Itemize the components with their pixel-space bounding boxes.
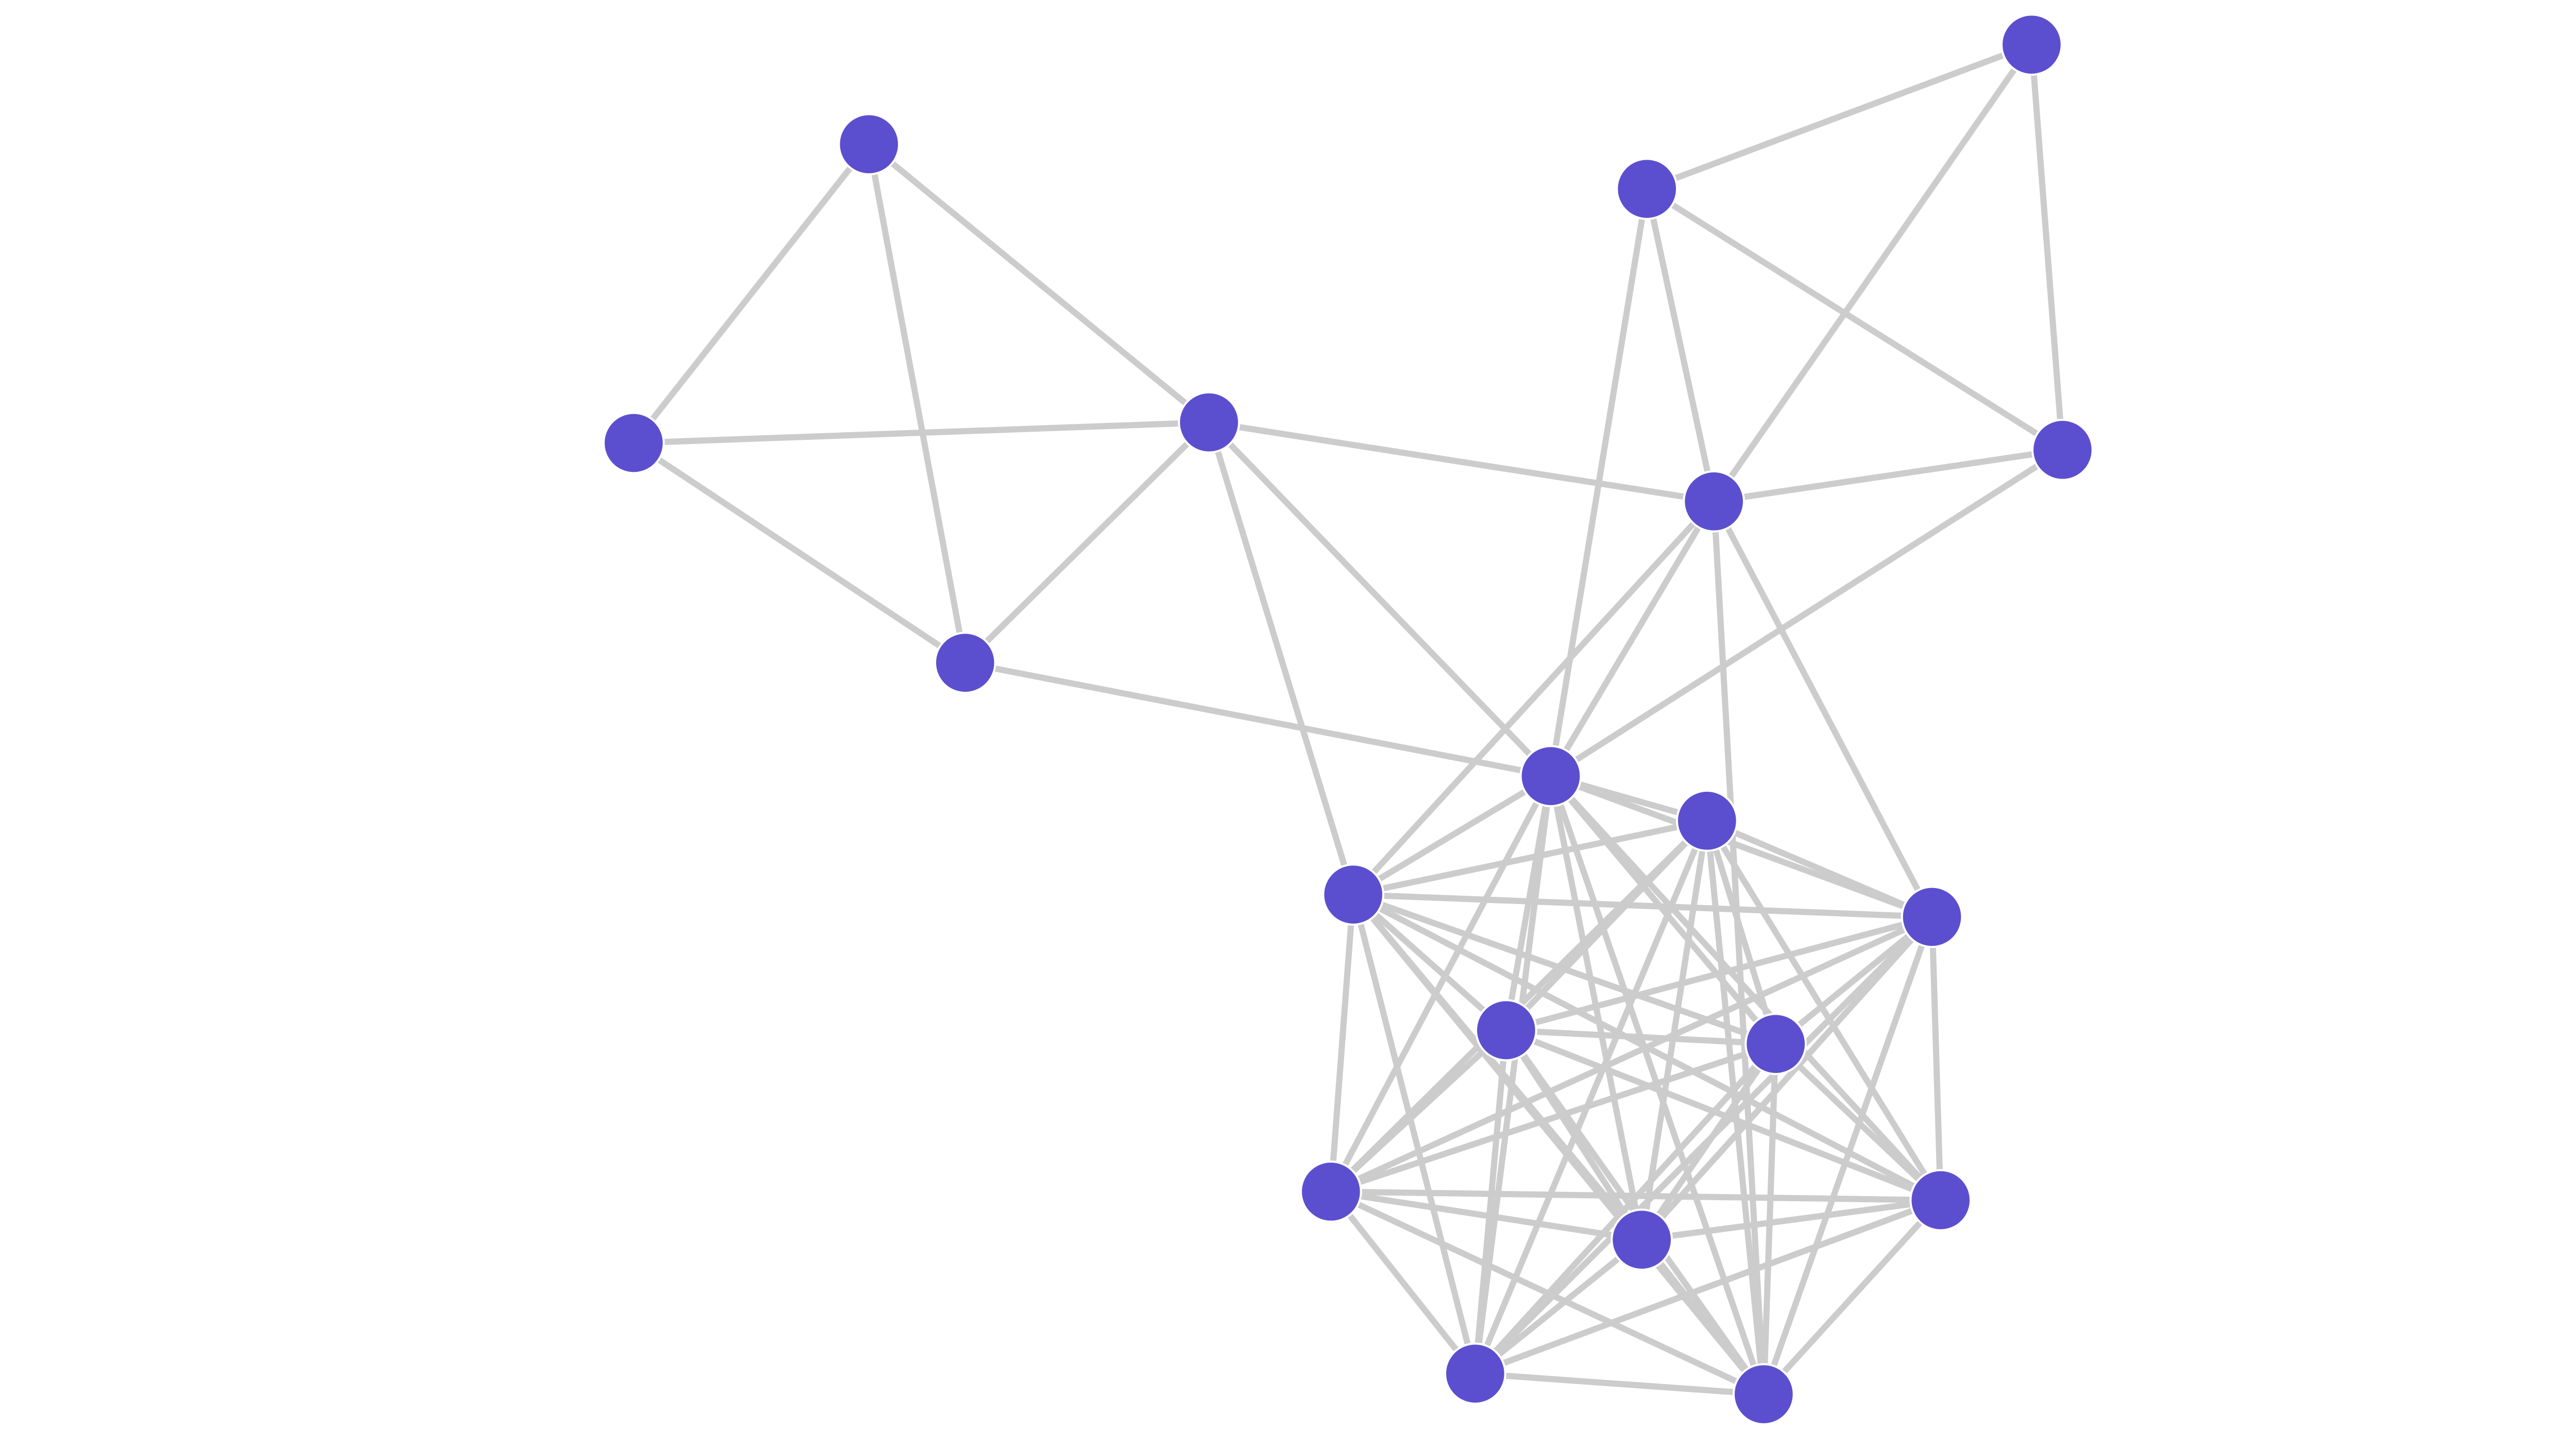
graph-edge	[866, 141, 969, 666]
graph-node[interactable]	[1475, 999, 1537, 1062]
graph-edge	[1760, 914, 1935, 1397]
graph-edge	[1472, 1197, 1944, 1377]
graph-edge	[631, 141, 872, 446]
graph-edge	[1350, 891, 1935, 920]
graph-edge	[866, 141, 1212, 425]
graph-edge	[1472, 1027, 1510, 1377]
graph-edge	[1710, 498, 1767, 1397]
graph-edge	[631, 440, 969, 666]
graph-edge	[1472, 1041, 1779, 1377]
graph-node[interactable]	[2031, 419, 2094, 481]
graph-edge	[631, 419, 1212, 446]
graph-edge	[1638, 1197, 1944, 1243]
graph-node[interactable]	[934, 632, 996, 694]
graph-edge	[1760, 1197, 1944, 1397]
graph-edge	[1760, 1041, 1779, 1397]
graph-edge	[1328, 1041, 1779, 1195]
graph-node[interactable]	[838, 113, 900, 176]
graph-node[interactable]	[1178, 391, 1241, 454]
graph-edge	[1328, 1027, 1510, 1195]
graph-node[interactable]	[1733, 1363, 1795, 1426]
graph-edge	[1548, 773, 1935, 920]
graph-edge	[1638, 914, 1935, 1243]
graph-node[interactable]	[1909, 1169, 1972, 1232]
graph-edge	[1638, 817, 1710, 1243]
graph-node[interactable]	[1611, 1208, 1673, 1271]
graph-edge	[1643, 185, 2066, 453]
graph-edge	[1710, 41, 2035, 505]
graph-edge	[1328, 773, 1554, 1195]
graph-edge	[1206, 419, 1717, 505]
graph-edge	[962, 419, 1212, 666]
graph-edge	[1328, 891, 1357, 1195]
graph-edge	[1472, 1370, 1767, 1397]
graph-edge	[1350, 498, 1717, 898]
graph-node[interactable]	[602, 412, 665, 474]
graph-edge	[1548, 447, 2066, 779]
graph-edge	[1350, 773, 1554, 898]
graph-edge	[1638, 1236, 1767, 1397]
graph-edge	[1548, 498, 1717, 779]
graph-edge	[1704, 817, 1944, 1203]
graph-edge	[1710, 498, 1935, 920]
graph-edge	[1328, 1188, 1767, 1397]
graph-edge	[1704, 817, 1935, 920]
graph-edge	[1328, 1188, 1645, 1243]
graph-node[interactable]	[1683, 470, 1745, 533]
graph-edge	[1704, 817, 1779, 1047]
graph-node[interactable]	[1519, 745, 1582, 807]
graph-edge	[1503, 1027, 1779, 1047]
graph-edge	[1328, 1188, 1944, 1203]
graph-node[interactable]	[1744, 1013, 1807, 1075]
graph-edge	[2028, 41, 2066, 453]
graph-edge	[1710, 447, 2066, 505]
graph-edge	[1350, 891, 1510, 1033]
graph-edge	[962, 659, 1554, 779]
graph-node[interactable]	[1444, 1342, 1506, 1405]
graph-edge	[1643, 185, 1717, 505]
graph-edge	[1929, 914, 1944, 1203]
graph-edge	[1548, 773, 1944, 1203]
graph-edge	[1328, 1188, 1479, 1377]
graph-node[interactable]	[1616, 158, 1679, 220]
graph-edge	[1472, 773, 1554, 1377]
graph-edge	[1350, 817, 1710, 898]
node-layer	[602, 13, 2094, 1426]
graph-edge	[1638, 1041, 1779, 1243]
graph-node[interactable]	[1676, 790, 1738, 852]
graph-edge	[1643, 41, 2035, 192]
graph-edge	[1503, 914, 1935, 1033]
graph-edge	[1328, 914, 1935, 1195]
graph-node[interactable]	[1901, 885, 1963, 948]
graph-edge	[1472, 1236, 1645, 1377]
graph-node[interactable]	[1300, 1161, 1362, 1223]
graph-edge	[1472, 817, 1710, 1377]
graph-edge	[1772, 914, 1935, 1047]
graph-node[interactable]	[1322, 863, 1385, 926]
graph-edge	[1772, 1041, 1944, 1203]
graph-edge	[1548, 185, 1650, 779]
graph-node[interactable]	[2001, 13, 2063, 76]
graph-edge	[1206, 419, 1357, 898]
graph-edge	[1206, 419, 1554, 779]
graph-edge	[1350, 891, 1479, 1377]
